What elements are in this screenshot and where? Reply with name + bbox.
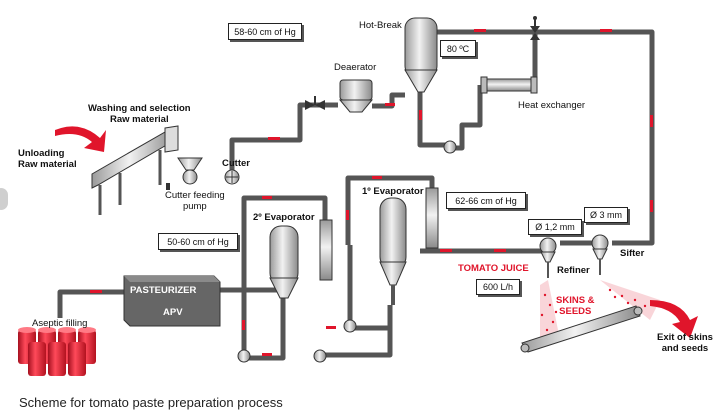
unloading-line: Unloading Raw material: [18, 148, 77, 170]
box-mesh-large: Ø 3 mm: [584, 207, 628, 223]
pipe-hotbreak-pump: [417, 88, 445, 148]
aseptic-cans: [18, 327, 96, 376]
label-hot-break: Hot-Break: [359, 20, 402, 31]
process-diagram: Unloading Raw material Washing and selec…: [18, 16, 713, 376]
pump-evap2-b: [313, 349, 327, 363]
washing-conveyor: [91, 125, 179, 215]
cutter-feeding-line: Cutter feeding pump: [165, 190, 225, 212]
label-refiner: Refiner: [557, 265, 590, 276]
pipe-evap1-evap2: [325, 305, 393, 358]
washing-line: Washing and selection Raw material: [88, 103, 191, 125]
label-tomato-juice: TOMATO JUICE: [458, 263, 529, 274]
label-skins-seeds: SKINS & SEEDS: [556, 295, 595, 317]
figure-caption: Scheme for tomato paste preparation proc…: [19, 395, 283, 410]
exit-line: Exit of skins and seeds: [657, 332, 713, 354]
pump-hotbreak: [443, 140, 457, 154]
label-evap2: 2º Evaporator: [253, 212, 315, 223]
pasteurizer-unit: [123, 275, 221, 327]
skins-seeds-line: SKINS & SEEDS: [556, 295, 595, 317]
sifter-unit: [591, 234, 609, 275]
label-deaerator: Deaerator: [334, 62, 377, 73]
hotbreak-vessel: [404, 17, 438, 93]
box-mesh-small: Ø 1,2 mm: [528, 219, 582, 235]
pipe-pump-hx: [452, 85, 483, 151]
flow-arrows: [90, 29, 653, 356]
label-aseptic: Aseptic filling: [32, 318, 88, 329]
side-handle: [0, 188, 8, 210]
pump-evap2-a: [237, 349, 251, 363]
label-cutter-feeding: Cutter feeding pump: [165, 190, 225, 212]
heat-exchanger-unit: [480, 76, 538, 94]
box-evap2-vacuum: 50-60 cm of Hg: [158, 233, 238, 250]
exit-arrow: [650, 300, 698, 338]
pipe-deaerator-hotbreak: [372, 92, 405, 109]
label-evap1: 1º Evaporator: [362, 186, 424, 197]
label-exit: Exit of skins and seeds: [657, 332, 713, 354]
label-sifter: Sifter: [620, 248, 645, 259]
label-pasteurizer: PASTEURIZER: [130, 285, 197, 296]
evaporator-2: [269, 219, 333, 299]
box-hotbreak-temp: 80 ºC: [440, 40, 476, 57]
box-flow-rate: 600 L/h: [476, 279, 520, 295]
pipe-main-loop: [535, 29, 655, 246]
pipe-evap2-pasteurizer: [215, 287, 286, 300]
label-washing: Washing and selection Raw material: [88, 103, 191, 125]
pump-evap1: [343, 319, 357, 333]
label-heat-exchanger: Heat exchanger: [518, 100, 586, 111]
cutter-unit: [224, 169, 240, 185]
deaerator-vessel: [338, 79, 374, 113]
skins-dots: [540, 288, 647, 332]
cutter-feeding-pump: [177, 157, 203, 185]
label-apv: APV: [163, 307, 183, 318]
refiner-unit: [539, 237, 557, 278]
valve-deaerator: [305, 96, 325, 110]
box-evap1-vacuum: 62-66 cm of Hg: [446, 192, 526, 209]
diagram-canvas: [18, 16, 698, 376]
evaporator-1: [379, 187, 439, 305]
exit-conveyor: [520, 305, 643, 353]
label-unloading: Unloading Raw material: [18, 148, 77, 170]
box-deaerator-vacuum: 58-60 cm of Hg: [228, 23, 302, 40]
label-cutter: Cutter: [222, 158, 250, 169]
pipe-evap2-bottom: [241, 270, 286, 361]
pipe-pasteurizer-aseptic: [57, 289, 124, 318]
valve-top: [530, 16, 540, 40]
unloading-arrow: [55, 126, 106, 152]
